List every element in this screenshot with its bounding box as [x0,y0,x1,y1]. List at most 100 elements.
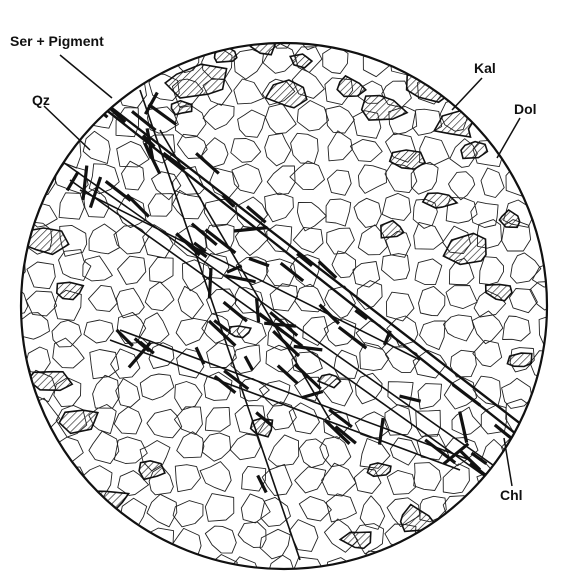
grain [238,110,266,137]
carbonate-grain [266,80,307,108]
grain [442,12,471,43]
grain [117,312,146,343]
grain [177,12,204,41]
grain [111,349,140,378]
grain [511,253,541,283]
carbonate-grain [401,505,436,532]
grain [53,72,83,102]
chlorite-lath [196,347,204,364]
grain [0,107,22,135]
carbonate-grain [443,233,486,264]
grain [202,433,230,461]
chlorite-lath [67,172,78,191]
leader-line-dol [497,118,520,158]
grain [83,256,113,281]
grain [446,286,477,309]
carbonate-grain [381,221,404,238]
grain [149,257,173,282]
grain [449,556,476,574]
grain [360,551,389,574]
carbonate-grain [461,142,487,159]
grain [0,75,23,103]
grain [477,18,505,48]
grain [322,463,356,496]
leader-line-ser-pigment [60,55,112,98]
grain [205,494,234,522]
carbonate-grain [320,22,354,42]
grain [537,75,568,99]
chlorite-lath [83,166,87,200]
grain [145,282,174,311]
grain [418,384,442,409]
carbonate-grain [91,491,129,510]
grain [119,15,147,48]
grain [173,501,203,527]
carbonate-grain [407,71,457,102]
grain [443,496,470,522]
grain [350,139,382,161]
grain [328,131,352,161]
grain [334,350,359,378]
carbonate-grain [57,282,84,299]
grain [476,524,502,549]
carbonate-grain [499,210,519,227]
grain [0,51,17,77]
grain [0,314,21,341]
grain [414,554,440,574]
grain [261,497,291,526]
grain [234,79,264,104]
chlorite-lath [302,392,323,398]
grain [509,289,537,313]
grain [122,161,145,190]
grain [538,401,568,432]
grain [382,254,410,281]
carbonate-grain [251,37,280,55]
grain [388,552,416,574]
grain [60,559,89,574]
grain [0,134,20,167]
grain [291,133,319,163]
grain [390,438,417,465]
grain [0,160,28,189]
grain [414,463,441,491]
grain [535,560,564,574]
grain [20,467,50,499]
grain [231,139,261,163]
grain [22,555,53,574]
chlorite-lath [257,299,259,323]
carbonate-grain [362,96,407,121]
grain [20,489,51,520]
grain [178,286,203,318]
grain [387,470,416,494]
grain [173,555,201,574]
grain [207,14,241,43]
grain [52,437,83,462]
grain [538,49,564,78]
carbonate-grain [59,410,98,433]
grain [473,340,502,366]
grain [534,198,558,223]
grain [114,407,142,434]
grain [327,170,351,195]
grain [482,106,512,134]
grain [175,382,202,411]
grain [88,558,119,574]
grain [503,22,532,48]
grain [534,378,563,407]
grain [326,106,355,133]
grain [3,290,28,316]
grain [389,10,415,42]
chlorite-lath [294,346,323,350]
carbonate-grain [507,353,531,366]
grain [332,251,356,278]
grain [27,347,51,373]
grain [148,194,172,217]
label-qz: Qz [32,92,50,108]
grain [542,465,568,499]
grain [295,467,326,493]
grain [265,193,294,222]
chlorite-lath [258,475,267,492]
grain [238,522,266,548]
grain [234,50,263,80]
grain [480,257,504,285]
